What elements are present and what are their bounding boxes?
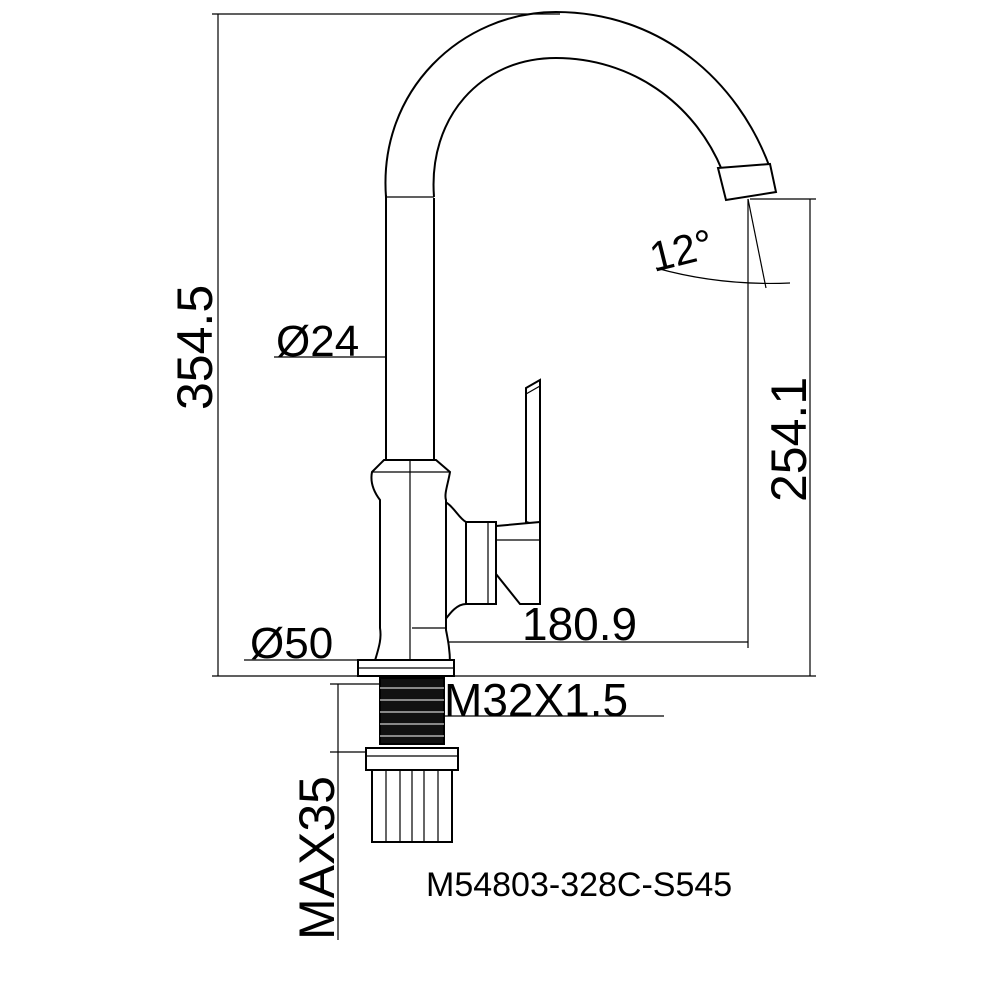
- total-height-label: 354.5: [167, 285, 223, 410]
- base-diameter-label: Ø50: [250, 619, 333, 668]
- model-code-label: M54803-328C-S545: [426, 866, 732, 904]
- reach-label: 180.9: [522, 598, 637, 650]
- tube-diameter-label: Ø24: [276, 317, 359, 366]
- spout-height-label: 254.1: [761, 377, 817, 502]
- thread-shank: [379, 677, 445, 745]
- faucet-outline: [357, 10, 778, 843]
- max-deck-label: MAX35: [289, 776, 345, 940]
- dimension-lines: [212, 13, 816, 940]
- angle-label: 12°: [645, 220, 718, 281]
- thread-size-label: M32X1.5: [444, 674, 628, 726]
